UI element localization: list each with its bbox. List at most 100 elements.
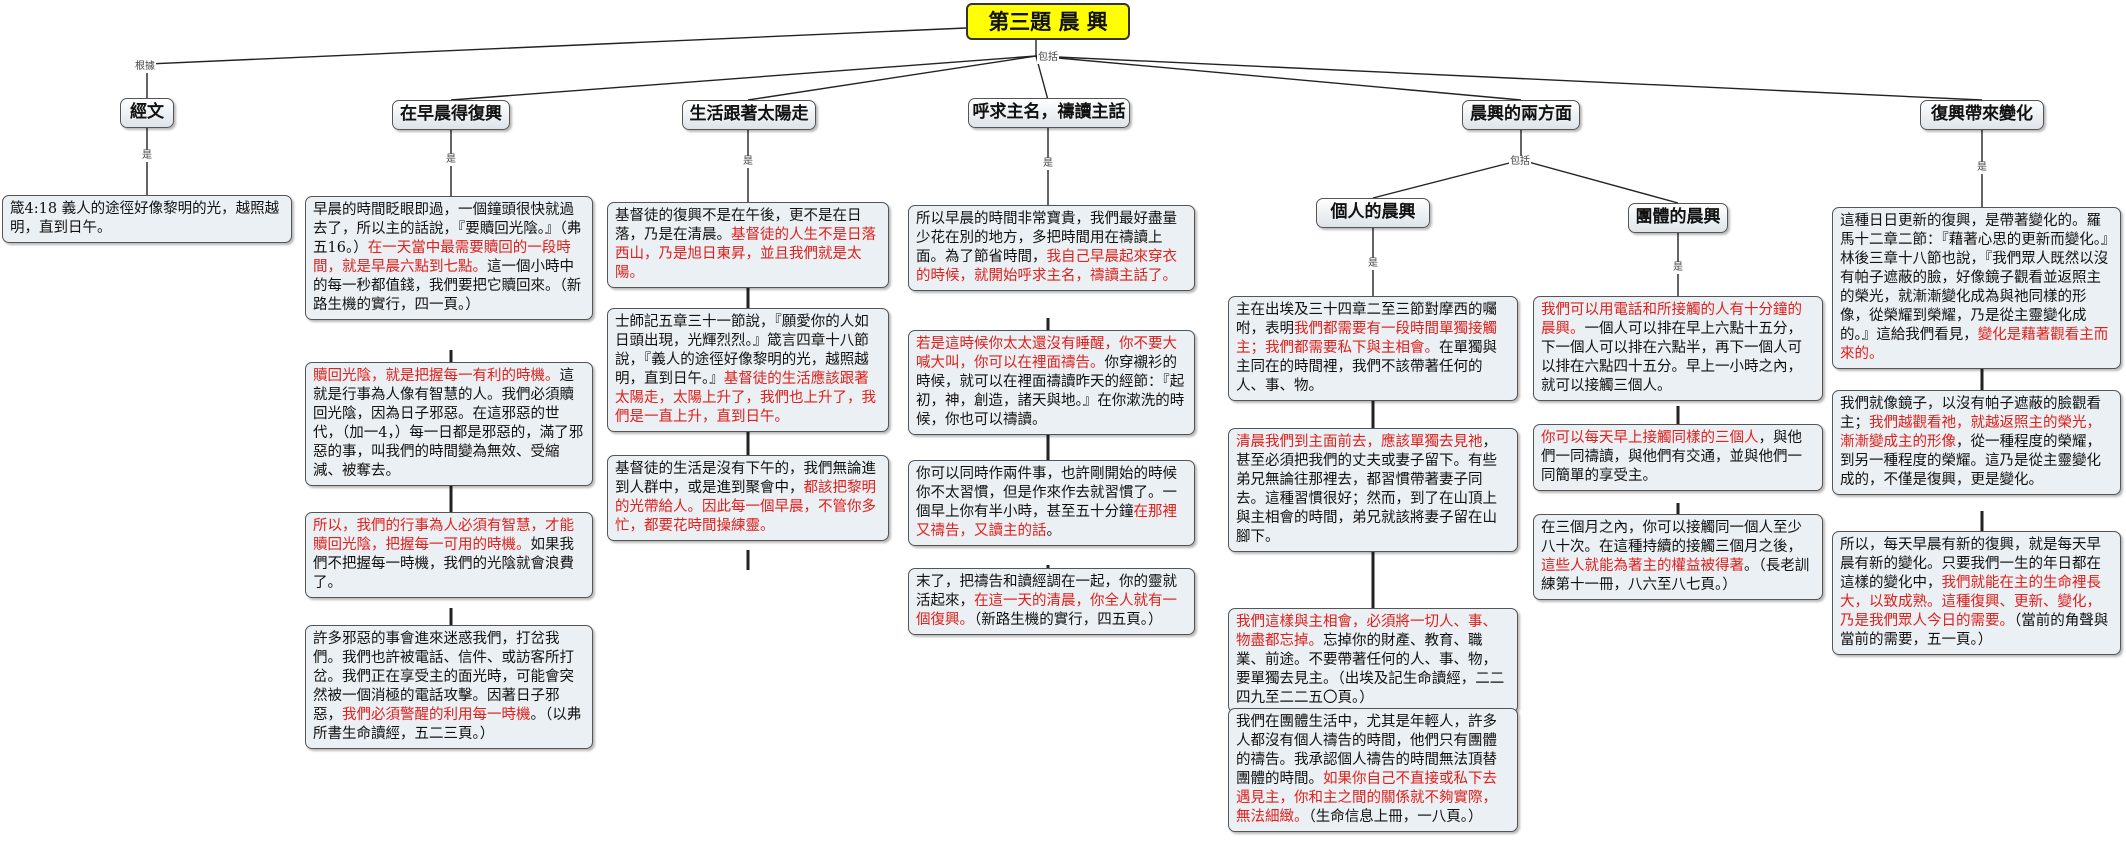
note-text: 這一個小時中的每一秒都值錢，我們要把它贖回來。（新路生機的實行，四一頁。） bbox=[313, 259, 582, 313]
note-text: 在三個月之內，你可以接觸同一個人至少八十次。在這種持續的接觸三個月之後， bbox=[1541, 520, 1802, 555]
label-is-4a: 是 bbox=[1367, 258, 1379, 270]
branch-title: 復興帶來變化 bbox=[1931, 104, 2033, 124]
label-is-2: 是 bbox=[742, 156, 754, 168]
note-text: 。（以弗所書生命讀經，五二三頁。） bbox=[313, 707, 582, 742]
note-text: 這種日日更新的復興，是帶著變化的。羅馬十二章二節：『藉著心思的更新而變化。』林後… bbox=[1840, 213, 2109, 343]
highlighted-text: 基督徒的生活應該跟著太陽走，太陽上升了，我們也上升了，我們是一直上升，直到日午。 bbox=[615, 371, 876, 425]
highlighted-text: 變化是藉著觀看主而來的。 bbox=[1840, 327, 2109, 362]
note-daily-transformation[interactable]: 所以，每天早晨有新的復興，就是每天早晨有新的變化。只要我們一生的年日都在這樣的變… bbox=[1832, 531, 2121, 655]
branch-title: 在早晨得復興 bbox=[400, 104, 502, 124]
label-is-4b: 是 bbox=[1672, 262, 1684, 274]
note-text: 這就是行事為人像有智慧的人。我們必須贖回光陰，因為日子邪惡。在這邪惡的世代，（加… bbox=[313, 368, 584, 479]
note-evil-days[interactable]: 許多邪惡的事會進來迷惑我們，打岔我們。我們也許被電話、信件、或訪客所打岔。我們正… bbox=[305, 625, 593, 749]
note-text: 士師記五章三十一節說，『願愛你的人如日頭出現，光輝烈烈。』箴言四章十八節說，『義… bbox=[615, 314, 869, 387]
note-sunrise[interactable]: 基督徒的復興不是在午後，更不是在日落，乃是在清晨。基督徒的人生不是日落西山，乃是… bbox=[607, 202, 889, 288]
highlighted-text: 基督徒的人生不是日落西山，乃是旭日東昇，並且我們就是太陽。 bbox=[615, 227, 876, 281]
note-no-afternoon[interactable]: 基督徒的生活是沒有下午的，我們無論進到人群中，或是進到聚會中，都該把黎明的光帶給… bbox=[607, 455, 889, 541]
note-see-him-alone[interactable]: 清晨我們到主面前去，應該單獨去見祂，甚至必須把我們的丈夫或妻子留下。有些弟兄無論… bbox=[1228, 428, 1518, 552]
label-is-1: 是 bbox=[445, 154, 457, 166]
note-scripture-verse[interactable]: 箴4:18 義人的途徑好像黎明的光，越照越明，直到日午。 bbox=[2, 195, 292, 243]
highlighted-text: 都該把黎明的光帶給人。因此每一個早晨，不管你多忙，都要花時間操練靈。 bbox=[615, 480, 876, 534]
label-includes-root: 包括 bbox=[1037, 52, 1059, 64]
highlighted-text: 我們就能在主的生命裡長大，以致成熟。這種復興、更新、變化，乃是我們眾人今日的需要… bbox=[1840, 575, 2101, 629]
note-text: 一個人可以排在早上六點十五分，下一個人可以排在六點半，再下一個人可以排在六點四十… bbox=[1541, 321, 1802, 394]
note-two-things[interactable]: 你可以同時作兩件事，也許剛開始的時候你不太習慣，但是作來作去就習慣了。一個早上你… bbox=[908, 460, 1195, 546]
highlighted-text: 我們越觀看祂，就越返照主的榮光，漸漸變成主的形像 bbox=[1840, 415, 2101, 450]
note-text: （當前的角聲與當前的需要，五一頁。） bbox=[1840, 613, 2109, 648]
sub-personal-revival[interactable]: 個人的晨興 bbox=[1316, 198, 1430, 228]
note-text: ，甚至必須把我們的丈夫或妻子留下。有些弟兄無論往那裡去，都習慣帶著妻子同去。這種… bbox=[1236, 434, 1497, 545]
note-redeem-morning[interactable]: 早晨的時間眨眼即過，一個鐘頭很快就過去了，所以主的話說，『要贖回光陰。』（弗五1… bbox=[305, 196, 593, 320]
note-text: 你穿襯衫的時候，就可以在裡面禱讀昨天的經節：『起初，神，創造，諸天與地。』在你漱… bbox=[916, 355, 1185, 428]
note-text: 箴4:18 義人的途徑好像黎明的光，越照越明，直到日午。 bbox=[10, 201, 280, 236]
highlighted-text: 我自己早晨起來穿衣的時候，就開始呼求主名，禱讀主話了。 bbox=[916, 249, 1177, 284]
branch-title: 經文 bbox=[130, 102, 164, 122]
note-text: （新路生機的實行，四五頁。） bbox=[974, 612, 1163, 628]
branch-transformation[interactable]: 復興帶來變化 bbox=[1920, 100, 2044, 130]
note-text: 所以早晨的時間非常寶貴，我們最好盡量少花在別的地方，多把時間用在禱讀上面。為了節… bbox=[916, 211, 1177, 265]
note-text: 。 bbox=[1046, 523, 1062, 539]
note-text: 如果我們不把握每一時機，我們的光陰就會浪費了。 bbox=[313, 537, 574, 591]
highlighted-text: 我們這樣與主相會，必須將一切人、事、物盡都忘掉。 bbox=[1236, 614, 1497, 649]
note-text: ，與他們一同禱讀，與他們有交通，並與他們一同簡單的享受主。 bbox=[1541, 430, 1802, 484]
note-text: 。（長老訓練第十一冊，八六至八七頁。） bbox=[1541, 558, 1810, 593]
sub-corporate-revival[interactable]: 團體的晨興 bbox=[1628, 203, 1728, 233]
note-text: 所以，每天早晨有新的復興，就是每天早晨有新的變化。只要我們一生的年日都在這樣的變… bbox=[1840, 537, 2101, 591]
note-text: 主在出埃及三十四章二至三節對摩西的囑咐，表明 bbox=[1236, 302, 1497, 337]
note-mirror[interactable]: 我們就像鏡子，以沒有帕子遮蔽的臉觀看主；我們越觀看祂，就越返照主的榮光，漸漸變成… bbox=[1832, 390, 2121, 495]
note-spirit-revived[interactable]: 末了，把禱告和讀經調在一起，你的靈就活起來，在這一天的清晨，你全人就有一個復興。… bbox=[908, 568, 1195, 635]
note-redeem-opportunity[interactable]: 贖回光陰，就是把握每一有利的時機。這就是行事為人像有智慧的人。我們必須贖回光陰，… bbox=[305, 362, 593, 486]
sub-title: 個人的晨興 bbox=[1330, 202, 1416, 222]
note-three-months[interactable]: 在三個月之內，你可以接觸同一個人至少八十次。在這種持續的接觸三個月之後， 這些人就… bbox=[1533, 514, 1823, 600]
note-text: 我們在團體生活中，尤其是年輕人，許多人都沒有個人禱告的時間，他們只有團體的禱告。… bbox=[1236, 714, 1497, 787]
branch-scripture[interactable]: 經文 bbox=[120, 98, 174, 128]
highlighted-text: 這些人就能為著主的權益被得著 bbox=[1541, 558, 1744, 574]
note-text: 許多邪惡的事會進來迷惑我們，打岔我們。我們也許被電話、信件、或訪客所打岔。我們正… bbox=[313, 631, 574, 723]
note-pray-inwardly[interactable]: 若是這時候你太太還沒有睡醒，你不要大喊大叫，你可以在裡面禱告。你穿襯衫的時候，就… bbox=[908, 330, 1195, 435]
highlighted-text: 你可以每天早上接觸同樣的三個人 bbox=[1541, 430, 1759, 446]
branch-title: 生活跟著太陽走 bbox=[689, 104, 809, 124]
note-meet-alone[interactable]: 主在出埃及三十四章二至三節對摩西的囑咐，表明我們都需要有一段時間單獨接觸主；我們… bbox=[1228, 296, 1518, 401]
root-title: 第三題 晨 興 bbox=[988, 9, 1108, 34]
note-same-three[interactable]: 你可以每天早上接觸同樣的三個人，與他們一同禱讀，與他們有交通，並與他們一同簡單的… bbox=[1533, 424, 1823, 491]
branch-two-aspects[interactable]: 晨興的兩方面 bbox=[1462, 100, 1580, 130]
highlighted-text: 所以，我們的行事為人必須有智慧，才能贖回光陰，把握每一可用的時機。 bbox=[313, 518, 574, 553]
note-text: 忘掉你的財產、教育、職業、前途。不要帶著任何的人、事、物，要單獨去見主。（出埃及… bbox=[1236, 633, 1505, 706]
highlighted-text: 若是這時候你太太還沒有睡醒，你不要大喊大叫，你可以在裡面禱告。 bbox=[916, 336, 1177, 371]
label-basis: 根據 bbox=[134, 61, 156, 73]
note-renewed-transformed[interactable]: 這種日日更新的復興，是帶著變化的。羅馬十二章二節：『藉著心思的更新而變化。』林後… bbox=[1832, 207, 2121, 369]
note-text: ，從一種程度的榮耀，到另一種程度的榮耀。這乃是從主靈變化成的，不僅是復興，更是變… bbox=[1840, 434, 2101, 488]
root-topic[interactable]: 第三題 晨 興 bbox=[966, 3, 1130, 40]
highlighted-text: 在一天當中最需要贖回的一段時間，就是早晨六點到七點。 bbox=[313, 240, 571, 275]
note-save-time[interactable]: 所以早晨的時間非常寶貴，我們最好盡量少花在別的地方，多把時間用在禱讀上面。為了節… bbox=[908, 205, 1195, 291]
highlighted-text: 我們都需要有一段時間單獨接觸主；我們都需要私下與主相會。 bbox=[1236, 321, 1497, 356]
branch-follow-sun[interactable]: 生活跟著太陽走 bbox=[682, 100, 816, 130]
note-text: 基督徒的生活是沒有下午的，我們無論進到人群中，或是進到聚會中， bbox=[615, 461, 876, 496]
note-phone-revival[interactable]: 我們可以用電話和所接觸的人有十分鐘的晨興。一個人可以排在早上六點十五分，下一個人… bbox=[1533, 296, 1823, 401]
branch-title: 晨興的兩方面 bbox=[1470, 104, 1572, 124]
branch-title: 呼求主名，禱讀主話 bbox=[972, 102, 1126, 122]
note-text: 末了，把禱告和讀經調在一起，你的靈就活起來， bbox=[916, 574, 1177, 609]
branch-call-pray-read[interactable]: 呼求主名，禱讀主話 bbox=[968, 98, 1130, 128]
note-text: 早晨的時間眨眼即過，一個鐘頭很快就過去了，所以主的話說，『要贖回光陰。』（弗五1… bbox=[313, 202, 582, 256]
label-is-3: 是 bbox=[1042, 158, 1054, 170]
highlighted-text: 清晨我們到主面前去，應該單獨去見祂 bbox=[1236, 434, 1483, 450]
note-judges-proverbs[interactable]: 士師記五章三十一節說，『願愛你的人如日頭出現，光輝烈烈。』箴言四章十八節說，『義… bbox=[607, 308, 889, 432]
label-includes-b4: 包括 bbox=[1509, 156, 1531, 168]
note-text: （生命信息上冊，一八頁。） bbox=[1308, 809, 1483, 825]
note-text: 基督徒的復興不是在午後，更不是在日落，乃是在清晨。 bbox=[615, 208, 862, 243]
highlighted-text: 在這一天的清晨，你全人就有一個復興。 bbox=[916, 593, 1177, 628]
highlighted-text: 我們必須警醒的利用每一時機 bbox=[342, 707, 531, 723]
note-text: 你可以同時作兩件事，也許剛開始的時候你不太習慣，但是作來作去就習慣了。一個早上你… bbox=[916, 466, 1177, 520]
label-is-0: 是 bbox=[141, 150, 153, 162]
branch-morning-revival[interactable]: 在早晨得復興 bbox=[392, 100, 510, 130]
note-text: 我們就像鏡子，以沒有帕子遮蔽的臉觀看主； bbox=[1840, 396, 2101, 431]
highlighted-text: 我們可以用電話和所接觸的人有十分鐘的晨興。 bbox=[1541, 302, 1802, 337]
note-personal-prayer-time[interactable]: 我們在團體生活中，尤其是年輕人，許多人都沒有個人禱告的時間，他們只有團體的禱告。… bbox=[1228, 708, 1518, 832]
note-forget-all[interactable]: 我們這樣與主相會，必須將一切人、事、物盡都忘掉。忘掉你的財產、教育、職業、前途。… bbox=[1228, 608, 1518, 713]
highlighted-text: 如果你自己不直接或私下去遇見主，你和主之間的關係就不夠實際，無法細緻。 bbox=[1236, 771, 1497, 825]
sub-title: 團體的晨興 bbox=[1635, 207, 1721, 227]
note-walk-wisely[interactable]: 所以，我們的行事為人必須有智慧，才能贖回光陰，把握每一可用的時機。如果我們不把握… bbox=[305, 512, 593, 598]
label-is-5: 是 bbox=[1976, 162, 1988, 174]
